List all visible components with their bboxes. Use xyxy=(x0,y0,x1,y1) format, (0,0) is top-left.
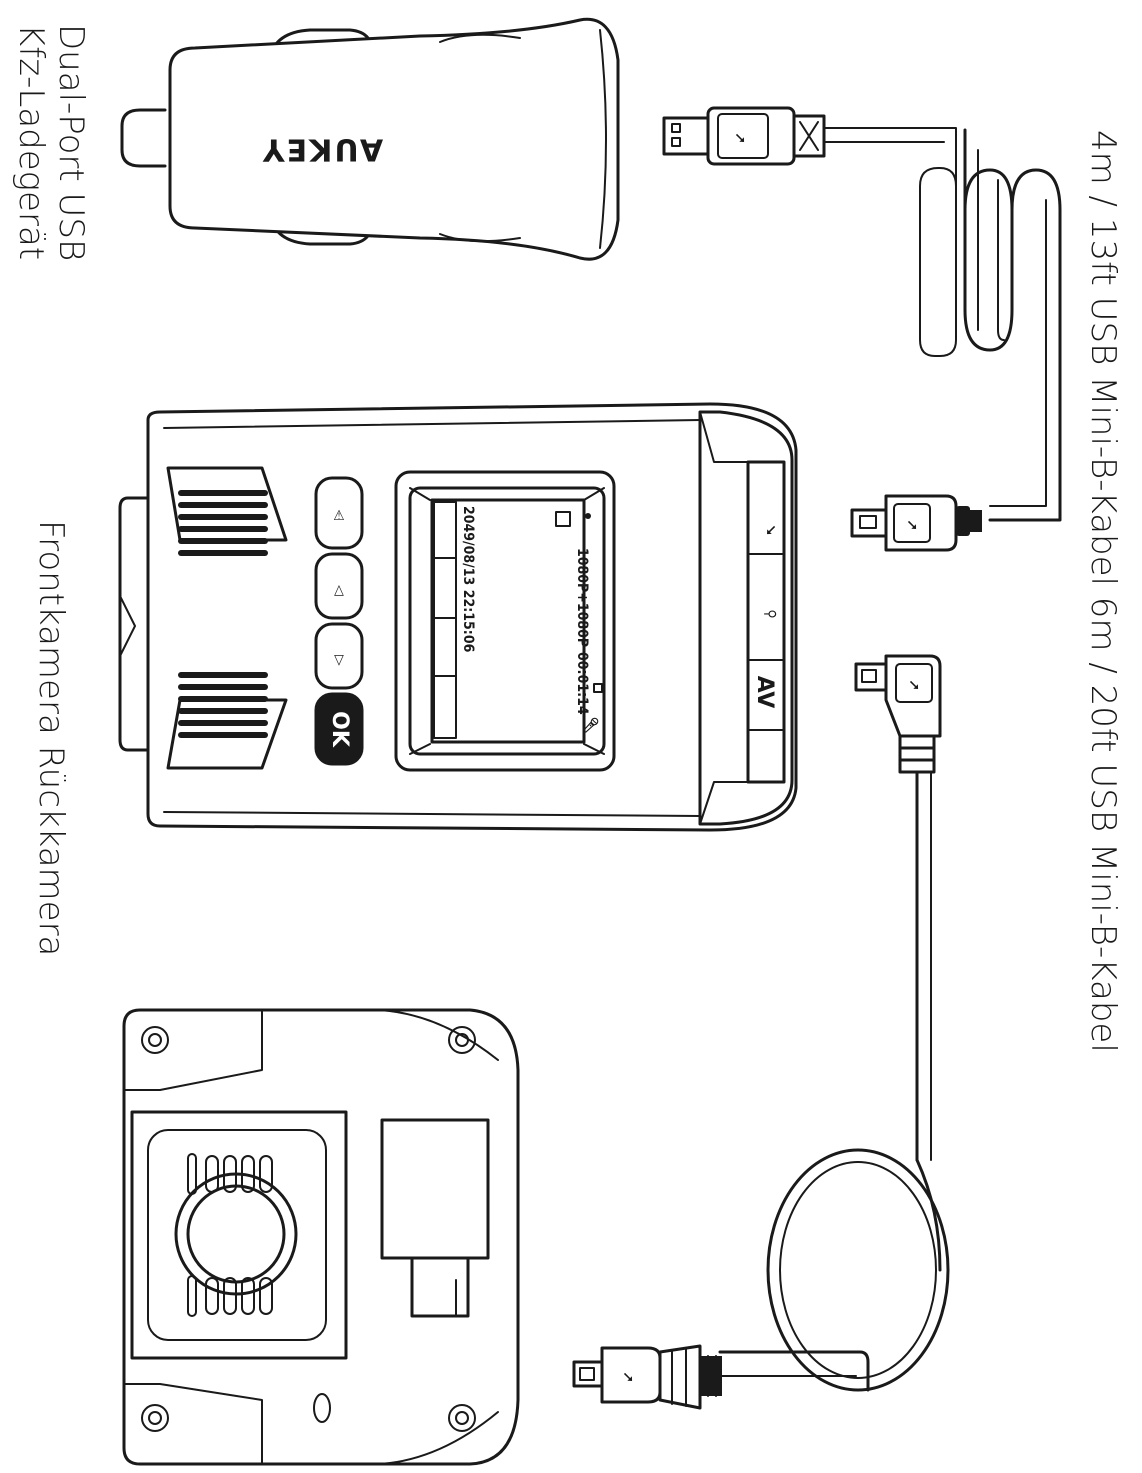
cable-4m xyxy=(823,127,1062,522)
charger-brand: AUKEY xyxy=(261,132,383,167)
warning-icon: ⚠ xyxy=(333,508,344,524)
lens-housing xyxy=(130,1110,348,1360)
screen-elapsed: 00:01:14 xyxy=(574,652,590,715)
mic-icon: ⚲ xyxy=(762,609,778,618)
up-arrow-icon: △ xyxy=(334,582,344,598)
mic-status-icon: 🎤︎ xyxy=(582,717,600,734)
svg-text:AUKEY: AUKEY xyxy=(261,132,383,167)
screw-icon xyxy=(448,1404,476,1432)
charger-body xyxy=(168,17,620,261)
screen-datetime: 2049/08/13 22:15:06 xyxy=(460,506,476,653)
rec-indicator xyxy=(585,513,591,519)
mic-hole xyxy=(313,1393,331,1423)
svg-text:4m / 13ft USB Mini-B-Kabel 6m: 4m / 13ft USB Mini-B-Kabel 6m / 20ft USB… xyxy=(1083,130,1123,1053)
sd-card-icon xyxy=(555,511,571,527)
screen-mode: 1080P+1080P xyxy=(574,548,590,647)
car-charger: AUKEY xyxy=(120,17,620,261)
screen xyxy=(430,498,586,744)
usb-a-plug: ⭨ xyxy=(662,106,826,166)
usb-port-icon: ⭨ xyxy=(762,525,778,534)
screw-icon xyxy=(141,1026,169,1054)
grill-slots xyxy=(178,490,268,738)
svg-text:Dual-Port USB: Dual-Port USB xyxy=(51,24,91,261)
ok-button[interactable]: OK xyxy=(314,692,364,766)
usb-icon: ⭨ xyxy=(907,518,916,534)
mini-b-plug-2: ⭨ xyxy=(854,654,942,774)
rear-camera xyxy=(122,1008,520,1466)
down-button[interactable]: ▽ xyxy=(314,622,364,690)
led-indicator xyxy=(593,683,603,693)
cable-label: 4m / 13ft USB Mini-B-Kabel 6m / 20ft USB… xyxy=(1083,130,1123,1053)
av-port-label: AV xyxy=(752,676,777,709)
svg-text:Frontkamera Rückkamera: Frontkamera Rückkamera xyxy=(31,520,71,956)
ok-button-label: OK xyxy=(327,711,352,748)
camera-label: Frontkamera Rückkamera xyxy=(31,520,71,956)
screw-icon xyxy=(141,1404,169,1432)
charger-label: Dual-Port USB Kfz-Ladegerät xyxy=(11,24,91,261)
mini-b-plug-3: ⭨ xyxy=(572,1344,722,1410)
mount-plate xyxy=(380,1118,490,1260)
down-arrow-icon: ▽ xyxy=(334,652,344,668)
mini-b-plug-1: ⭨ xyxy=(850,494,982,552)
sensor-dots xyxy=(187,1153,273,1317)
screw-icon xyxy=(448,1026,476,1054)
usb-icon: ⭨ xyxy=(623,1370,632,1386)
usb-icon: ⭨ xyxy=(735,131,744,147)
svg-text:Kfz-Ladegerät: Kfz-Ladegerät xyxy=(11,24,51,260)
emergency-button[interactable]: ⚠ xyxy=(314,476,364,550)
front-camera: ⭨ ⚲ AV ⚠ △ xyxy=(118,402,798,832)
screen-osd: 2049/08/13 22:15:06 1080P+1080P 00:01:14… xyxy=(433,501,600,739)
cable-6m xyxy=(718,770,950,1392)
up-button[interactable]: △ xyxy=(314,552,364,620)
usb-icon: ⭨ xyxy=(909,678,918,694)
